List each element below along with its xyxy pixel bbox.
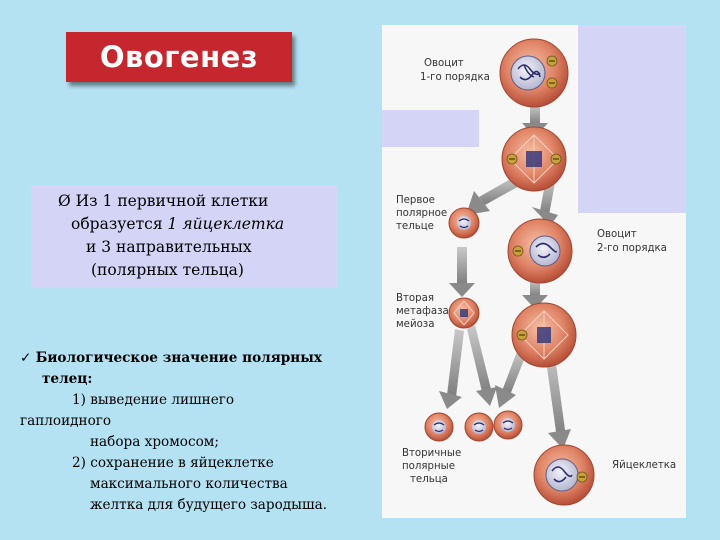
oogenesis-diagram: Овоцит 1-го порядка Первое полярное тель…	[382, 25, 686, 518]
label-secondary-polar-line3: тельца	[410, 474, 448, 485]
info-line-2: образуется 1 яйцеклетка	[71, 215, 285, 233]
info-line-3: и 3 направительных	[86, 238, 252, 256]
first-polar-body-cell	[448, 207, 480, 239]
label-secondary-polar-line1: Вторичные	[402, 448, 461, 459]
label-first-polar-line1: Первое	[396, 195, 435, 206]
arrow-metaphase-to-egg	[545, 349, 571, 449]
arrow-bullet-icon: Ø	[58, 192, 71, 210]
arrow-polar-to-second-metaphase	[449, 247, 475, 297]
label-second-meta-line2: метафаза	[396, 306, 449, 317]
info-line-1: Ø Из 1 первичной клетки	[58, 192, 269, 210]
oocyte-2nd-order-cell	[507, 218, 573, 284]
bio-line-4: гаплоидного	[20, 413, 112, 429]
label-secondary-polar-line2: полярные	[402, 461, 455, 472]
label-first-polar-line3: тельце	[396, 221, 434, 232]
secondary-polar-body-1	[424, 412, 454, 442]
metaphase-2-cell	[511, 302, 577, 368]
label-second-meta-line3: мейоза	[396, 319, 434, 330]
metaphase-1-cell	[501, 126, 567, 192]
arrow-to-first-polar-body	[466, 177, 521, 215]
label-oocyte2-line1: Овоцит	[597, 229, 637, 240]
arrow-metaphase-to-polar	[495, 349, 526, 408]
arrow-oocyte2-down	[522, 279, 548, 309]
oocyte-1st-order-cell	[499, 38, 569, 108]
overlay-panel-left	[382, 110, 479, 147]
bio-line-3: 1) выведение лишнего	[72, 392, 235, 408]
label-oocyte1-line2: 1-го порядка	[420, 72, 490, 83]
bio-line-8: желтка для будущего зародыша.	[90, 497, 328, 513]
second-metaphase-polar-cell	[448, 297, 480, 329]
overlay-panel-right	[578, 25, 686, 213]
secondary-polar-body-2	[464, 412, 494, 442]
bio-line-6: 2) сохранение в яйцеклетке	[72, 455, 274, 471]
egg-cell	[533, 444, 595, 506]
secondary-polar-body-3	[493, 410, 523, 440]
slide-title: Овогенез	[99, 40, 259, 74]
label-first-polar-line2: полярное	[396, 208, 447, 219]
label-oocyte2-line2: 2-го порядка	[597, 243, 667, 254]
bio-line-5: набора хромосом;	[90, 434, 219, 450]
label-second-meta-line1: Вторая	[396, 293, 434, 304]
info-box: Ø Из 1 первичной клетки образуется 1 яйц…	[31, 185, 338, 288]
label-egg: Яйцеклетка	[612, 460, 676, 471]
arrow-to-secondary-polar-right	[467, 325, 497, 406]
info-line-4: (полярных тельца)	[91, 261, 244, 279]
title-box: Овогенез	[66, 32, 292, 82]
bio-line-2: телец:	[42, 371, 93, 387]
bio-line-7: максимального количества	[90, 476, 288, 492]
checkmark-bullet-icon: ✓	[20, 350, 32, 366]
label-oocyte1-line1: Овоцит	[424, 58, 464, 69]
bio-line-1: ✓ Биологическое значение полярных	[20, 350, 322, 366]
arrow-to-secondary-polar-left	[439, 329, 464, 409]
